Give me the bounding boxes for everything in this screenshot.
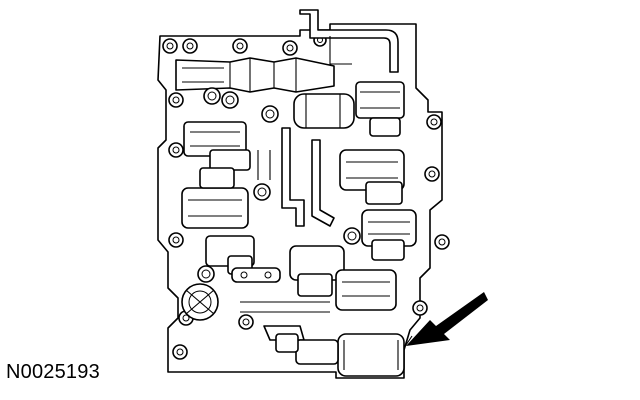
solenoid-left-middle [181,167,249,229]
retainer-rings [203,87,239,109]
callout-arrow [403,292,488,349]
valve-group-lower [289,245,397,311]
target-solenoid [275,333,405,377]
figure-reference-code: N0025193 [6,361,100,383]
solenoid-upper-right [355,81,405,137]
solenoid-center [339,149,405,205]
top-spool [175,57,335,93]
bolt-holes [162,33,450,360]
fluid-pipes [257,127,335,227]
accumulator-housing [181,283,219,321]
top-pipe [299,9,399,73]
linkage-bar [231,267,281,283]
valve-column-upper [293,93,355,129]
solenoid-right-middle [361,209,417,261]
